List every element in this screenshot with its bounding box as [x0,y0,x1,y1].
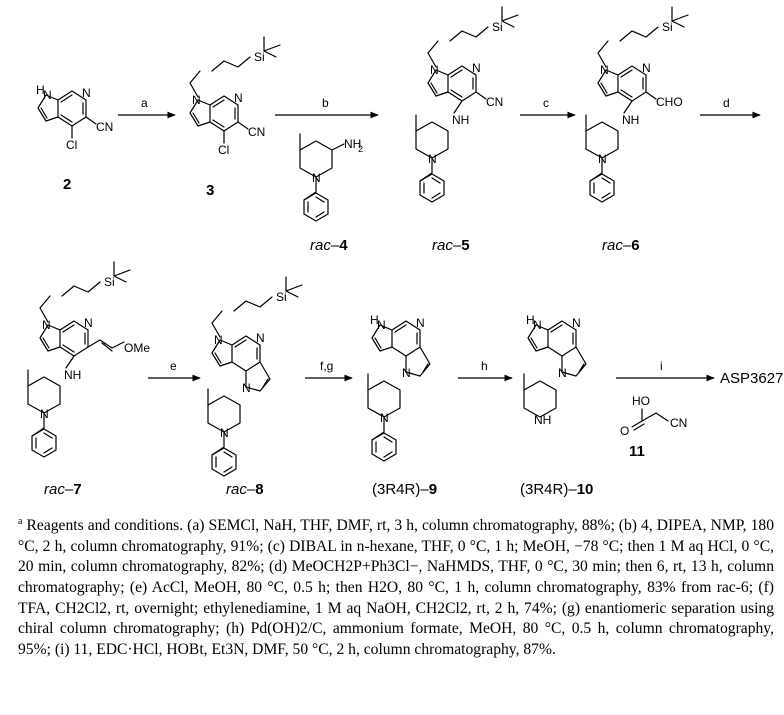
svg-text:N: N [428,152,437,166]
svg-text:N: N [256,331,265,345]
svg-text:N: N [402,366,411,380]
arrow-label-a: a [141,96,148,110]
svg-text:Si: Si [104,275,115,289]
compound-11-structure: HO O CN [620,394,687,438]
arrow-label-h: h [481,359,488,373]
svg-text:Si: Si [276,290,287,304]
arrow-label-e: e [170,359,177,373]
svg-text:N: N [84,316,93,330]
svg-text:N: N [642,61,651,75]
compound-label-7: rac–7 [44,481,82,498]
compound-8-structure: N N N Si N [207,276,303,477]
svg-text:N: N [416,316,425,330]
svg-text:N: N [234,91,243,105]
svg-text:N: N [214,333,223,347]
compound-10-structure: H N N N NH [523,313,587,427]
arrow-label-c: c [543,96,549,110]
svg-text:HO: HO [632,394,650,408]
svg-text:N: N [40,407,49,421]
svg-text:NH: NH [64,368,81,382]
arrow-label-d: d [723,96,730,110]
svg-text:NH: NH [534,413,551,427]
svg-text:N: N [43,88,52,102]
svg-text:Si: Si [254,50,265,64]
arrow-label-fg: f,g [320,359,333,373]
compound-3-structure: N N CN Cl Si [189,36,281,157]
svg-text:N: N [598,152,607,166]
svg-text:NH: NH [452,113,469,127]
svg-text:Si: Si [492,20,503,34]
svg-text:N: N [312,171,321,185]
compound-label-10: (3R4R)–10 [520,481,593,498]
compound-4-structure: NH 2 N [299,133,363,222]
svg-text:NH: NH [344,137,361,151]
svg-text:H: H [526,313,535,327]
svg-text:O: O [620,424,629,438]
svg-text:N: N [533,318,542,332]
svg-text:NH: NH [622,113,639,127]
svg-text:N: N [242,381,251,395]
compound-5-structure: N N CN Si NH N [415,6,519,203]
svg-text:N: N [572,316,581,330]
compound-label-9: (3R4R)–9 [372,481,437,498]
svg-text:CHO: CHO [656,95,683,109]
arrow-label-i: i [660,359,663,373]
svg-text:N: N [82,86,91,100]
svg-text:H: H [370,313,379,327]
svg-text:H: H [36,83,45,97]
footnote-mark: a [18,516,23,527]
svg-text:CN: CN [248,125,265,139]
svg-text:N: N [600,63,609,77]
svg-text:CN: CN [96,120,113,134]
product-label: ASP3627 (1) [720,370,784,387]
svg-text:N: N [220,426,229,440]
svg-text:CN: CN [486,95,503,109]
svg-text:2: 2 [358,144,363,154]
svg-text:N: N [42,318,51,332]
compound-label-11: 11 [629,443,645,460]
reagents-footnote: a Reagents and conditions. (a) SEMCl, Na… [18,512,774,660]
compound-label-4: rac–4 [310,237,348,254]
svg-text:N: N [430,63,439,77]
compound-7-structure: N N OMe Si NH N [27,261,150,458]
compound-6-structure: N N CHO Si NH N [585,6,689,203]
svg-text:N: N [380,411,389,425]
compound-label-6: rac–6 [602,237,640,254]
reaction-scheme: H N N CN Cl 2 a N N CN Cl Si 3 b NH 2 N … [27,6,784,498]
svg-text:CN: CN [670,416,687,430]
compound-label-3: 3 [206,182,214,199]
svg-text:Si: Si [662,20,673,34]
compound-label-5: rac–5 [432,237,470,254]
svg-text:N: N [472,61,481,75]
svg-text:Cl: Cl [66,138,77,152]
arrow-label-b: b [322,96,329,110]
svg-text:N: N [558,366,567,380]
svg-text:N: N [192,93,201,107]
compound-9-structure: H N N N N [367,313,431,462]
compound-label-2: 2 [63,176,71,193]
svg-text:Cl: Cl [218,143,229,157]
svg-text:OMe: OMe [124,341,150,355]
footnote-text: Reagents and conditions. (a) SEMCl, NaH,… [18,517,774,658]
compound-2-structure: H N N CN Cl [36,83,113,152]
compound-label-8: rac–8 [226,481,264,498]
svg-text:N: N [377,318,386,332]
